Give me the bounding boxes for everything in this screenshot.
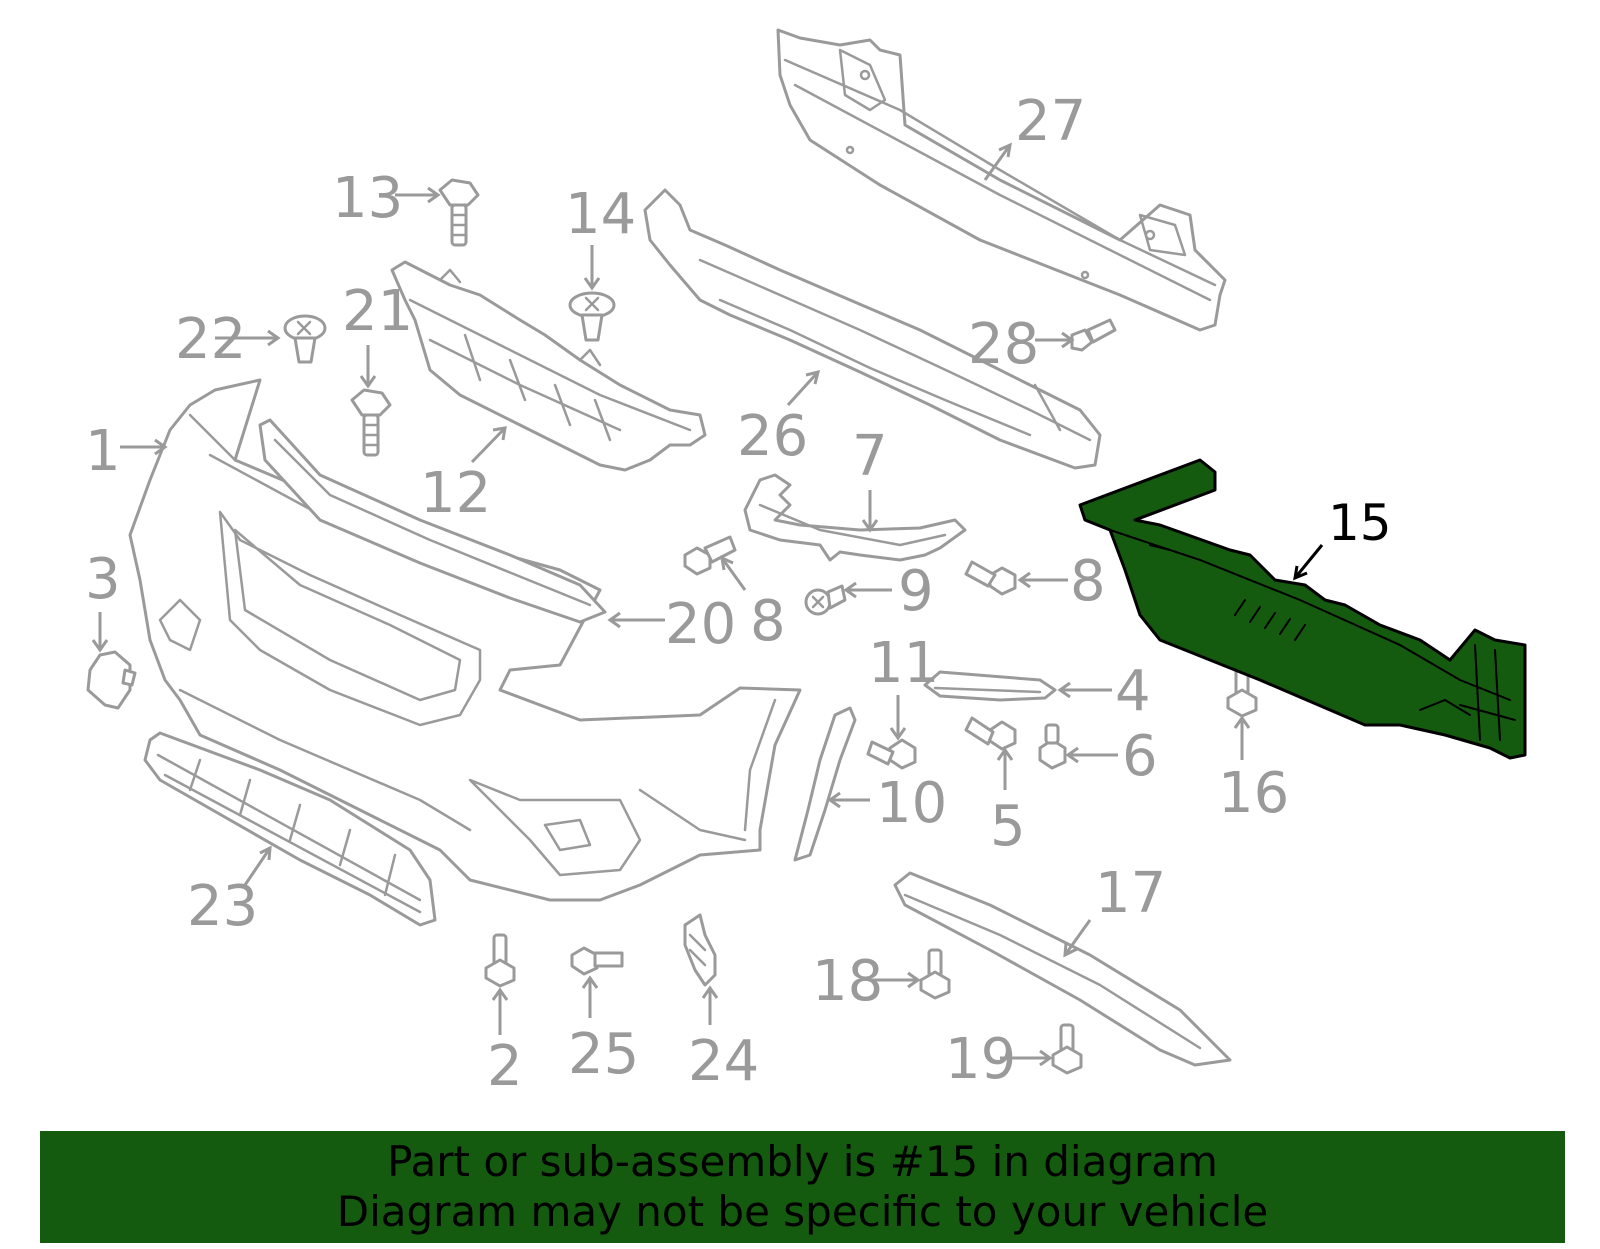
fastener-2: [484, 933, 516, 988]
fastener-19: [1051, 1023, 1083, 1075]
fastener-18: [919, 948, 951, 1000]
callout-3: 3: [85, 547, 121, 612]
fastener-8-left: [683, 535, 737, 576]
callout-17: 17: [1095, 861, 1166, 926]
callout-19: 19: [945, 1027, 1016, 1092]
part-24-small-bracket: [683, 913, 717, 987]
callout-18: 18: [812, 949, 883, 1014]
part-26-energy-absorber: [643, 188, 1102, 470]
callout-22: 22: [175, 307, 246, 372]
callout-6: 6: [1122, 724, 1158, 789]
fastener-13: [438, 178, 480, 247]
part-15-highlighted-deflector: [1078, 458, 1527, 760]
info-banner: Part or sub-assembly is #15 in diagram D…: [40, 1131, 1565, 1243]
callout-11: 11: [868, 631, 939, 696]
part-17-lower-strip: [893, 871, 1232, 1067]
part-23-lower-grille: [143, 731, 437, 927]
fastener-16: [1226, 658, 1258, 718]
fastener-22: [283, 314, 327, 364]
fastener-14: [568, 291, 616, 342]
fastener-11: [866, 738, 917, 770]
callout-7: 7: [852, 424, 888, 489]
banner-line-disclaimer: Diagram may not be specific to your vehi…: [336, 1187, 1269, 1236]
part-4-bracket: [923, 670, 1057, 702]
fastener-8-right: [964, 560, 1017, 596]
callout-15: 15: [1328, 494, 1392, 552]
callout-20: 20: [665, 592, 736, 657]
fastener-5: [964, 716, 1017, 751]
callout-28: 28: [968, 312, 1039, 377]
fastener-25: [570, 946, 624, 976]
callout-10: 10: [876, 771, 947, 836]
callout-8-right: 8: [1070, 549, 1106, 614]
part-27-reinforcement-beam: [776, 28, 1227, 332]
callout-16: 16: [1218, 761, 1289, 826]
callout-13: 13: [332, 166, 403, 231]
callout-2: 2: [487, 1034, 523, 1099]
callout-23: 23: [187, 874, 258, 939]
callout-27: 27: [1015, 89, 1086, 154]
fastener-28: [1070, 318, 1117, 352]
banner-line-part-number: Part or sub-assembly is #15 in diagram: [387, 1137, 1218, 1186]
leader-lines: [91, 142, 1324, 1067]
part-12-upper-bracket: [390, 260, 707, 472]
part-10-side-molding: [793, 706, 857, 862]
part-20-trim-strip: [258, 418, 607, 624]
callout-14: 14: [565, 182, 636, 247]
callout-26: 26: [737, 404, 808, 469]
callout-25: 25: [568, 1022, 639, 1087]
callout-1: 1: [85, 419, 121, 484]
callout-21: 21: [342, 279, 413, 344]
callout-12: 12: [420, 461, 491, 526]
part-3-fog-cap: [86, 650, 137, 710]
callout-24: 24: [688, 1029, 759, 1094]
fastener-9: [804, 584, 847, 616]
callout-labels: 1 2 3 4 5 6 7 8 8 9 10 11 12 13 14 15 16…: [85, 89, 1392, 1099]
part-7-side-bracket: [743, 473, 967, 562]
callout-4: 4: [1115, 659, 1151, 724]
fastener-21: [350, 388, 392, 457]
callout-8-left: 8: [750, 589, 786, 654]
callout-9: 9: [898, 559, 934, 624]
callout-5: 5: [990, 794, 1026, 859]
fastener-6: [1038, 723, 1067, 770]
